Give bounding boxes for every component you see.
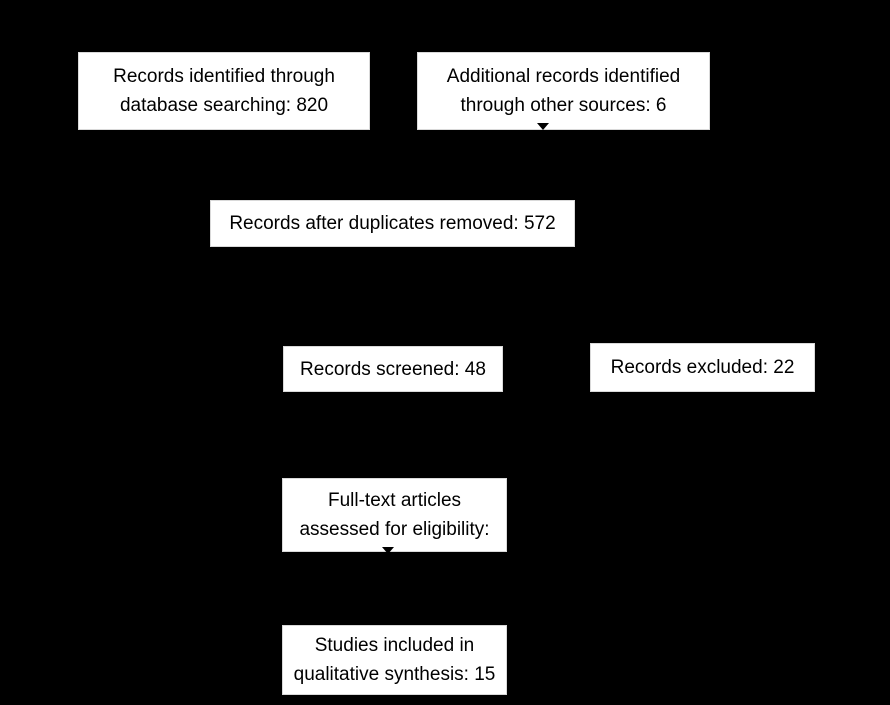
box-records-excluded-label: Records excluded: 22 xyxy=(610,357,795,378)
box-records-identified-database-label: Records identified through database sear… xyxy=(113,66,335,116)
box-studies-included-qualitative-label: Studies included in qualitative synthesi… xyxy=(293,635,496,685)
box-records-after-duplicates-removed: Records after duplicates removed: 572 xyxy=(210,200,575,247)
box-records-screened-label: Records screened: 48 xyxy=(300,358,486,380)
box-records-after-duplicates-removed-label: Records after duplicates removed: 572 xyxy=(229,213,556,234)
box-records-screened: Records screened: 48 xyxy=(283,346,503,392)
box-records-identified-other-sources-label: Additional records identified through ot… xyxy=(446,66,681,116)
box-records-identified-database: Records identified through database sear… xyxy=(78,52,370,130)
box-records-excluded: Records excluded: 22 xyxy=(590,343,815,392)
box-studies-included-qualitative: Studies included in qualitative synthesi… xyxy=(282,625,507,695)
box-fulltext-articles-assessed: Full-text articles assessed for eligibil… xyxy=(282,478,507,552)
arrowhead-down-icon xyxy=(382,547,394,554)
box-records-identified-other-sources: Additional records identified through ot… xyxy=(417,52,710,130)
box-fulltext-articles-assessed-label: Full-text articles assessed for eligibil… xyxy=(299,490,490,540)
arrowhead-down-icon xyxy=(537,123,549,130)
